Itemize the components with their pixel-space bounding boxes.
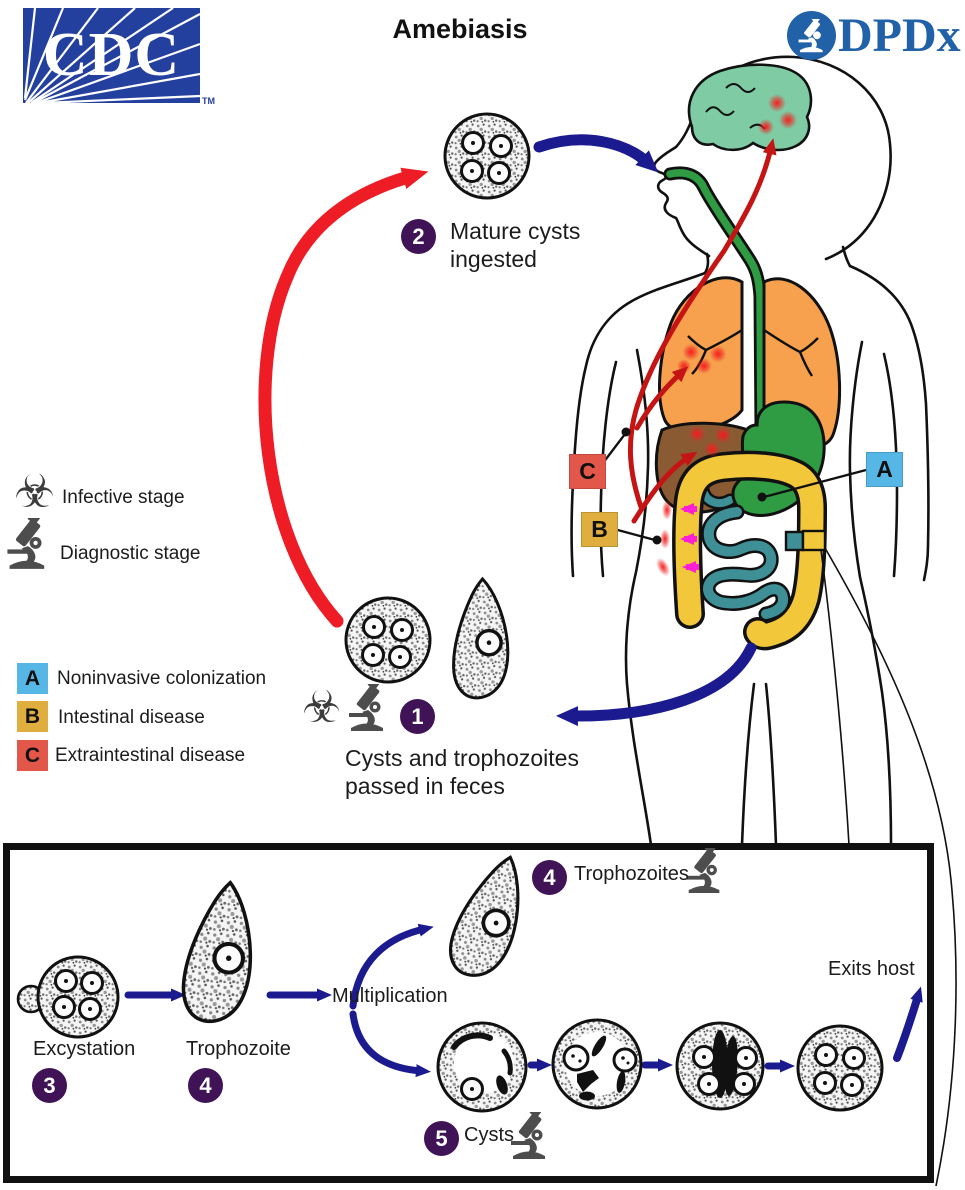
esophagus: [663, 166, 768, 435]
stage-4b-badge: 4: [532, 860, 567, 895]
exits-host-label: Exits host: [828, 958, 915, 980]
body-marker-a: A: [866, 452, 903, 487]
page-title: Amebiasis: [392, 14, 528, 44]
cdc-trademark: TM: [202, 96, 215, 106]
stage-3-badge: 3: [32, 1068, 67, 1103]
mature-cyst-stage2: [445, 114, 529, 198]
zoom-callout: [784, 529, 957, 1187]
legend-marker-c: C: [17, 740, 48, 771]
small-intestine: [700, 504, 791, 622]
dpdx-logo: DPDx: [787, 11, 961, 60]
invasion-arrows: [680, 503, 699, 573]
biohazard-icon: ☣: [302, 682, 342, 733]
trophozoite-branch: [445, 848, 532, 983]
red-cycle-arrow: [258, 167, 429, 628]
stage-2-label: Mature cysts ingested: [450, 217, 580, 273]
multiplication-label: Multiplication: [332, 985, 448, 1007]
stage-2-line1: Mature cysts: [450, 218, 581, 244]
body-marker-c: C: [569, 454, 606, 489]
microscope-icon: [511, 1112, 545, 1159]
diagnostic-stage-label: Diagnostic stage: [60, 543, 201, 564]
legend-marker-b: B: [17, 701, 48, 732]
human-body-outline: [570, 55, 930, 847]
immature-cyst-1: [436, 1021, 528, 1113]
stage-1-label: Cysts and trophozoites passed in feces: [345, 744, 579, 800]
excystation-label: Excystation: [33, 1038, 136, 1060]
biohazard-icon: ☣: [14, 464, 56, 518]
stage-2-badge: 2: [401, 219, 436, 254]
dpdx-logo-text: DPDx: [838, 8, 961, 62]
cdc-logo-rays: [23, 8, 200, 103]
stage-4-badge: 4: [188, 1068, 223, 1103]
stage-1-line1: Cysts and trophozoites: [345, 745, 579, 771]
excysting-cyst: [16, 955, 120, 1039]
microscope-icon: [7, 518, 45, 569]
legend-marker-a: A: [17, 663, 48, 694]
legend-marker-a-text: Noninvasive colonization: [57, 668, 267, 689]
microscope-icon: [686, 848, 720, 894]
microscope-icon: [349, 684, 383, 731]
trophozoite-stage1: [448, 578, 512, 700]
magnified-box-border: [3, 843, 934, 1183]
stage-2-line2: ingested: [450, 246, 537, 272]
binucleate-cyst: [551, 1018, 643, 1110]
quadrinucleate-cyst: [675, 1021, 765, 1111]
cdc-logo-text: CDC: [42, 21, 181, 89]
stage-1-badge: 1: [400, 699, 435, 734]
cdc-logo: CDC: [23, 8, 200, 103]
trophozoite-label: Trophozoite: [186, 1038, 291, 1060]
stage-1-line2: passed in feces: [345, 773, 505, 799]
bloodstream-arrows: [627, 138, 777, 524]
large-intestine: [672, 450, 827, 651]
brain: [687, 63, 813, 152]
bronchi: [687, 329, 819, 377]
mature-cyst-exit: [798, 1026, 882, 1110]
cysts-label: Cysts: [464, 1124, 514, 1146]
trophozoite-bottom: [182, 881, 255, 1024]
body-marker-b: B: [581, 512, 618, 547]
blue-arrows: [124, 134, 923, 1078]
stage-5-badge: 5: [424, 1121, 459, 1156]
legend-marker-b-text: Intestinal disease: [58, 707, 205, 728]
trophozoites-label: Trophozoites: [574, 863, 689, 885]
marker-connectors: [602, 427, 867, 545]
cyst-stage1: [346, 598, 430, 682]
dpdx-microscope-icon: [787, 11, 836, 60]
infective-stage-label: Infective stage: [62, 487, 185, 508]
legend-marker-c-text: Extraintestinal disease: [55, 745, 246, 766]
